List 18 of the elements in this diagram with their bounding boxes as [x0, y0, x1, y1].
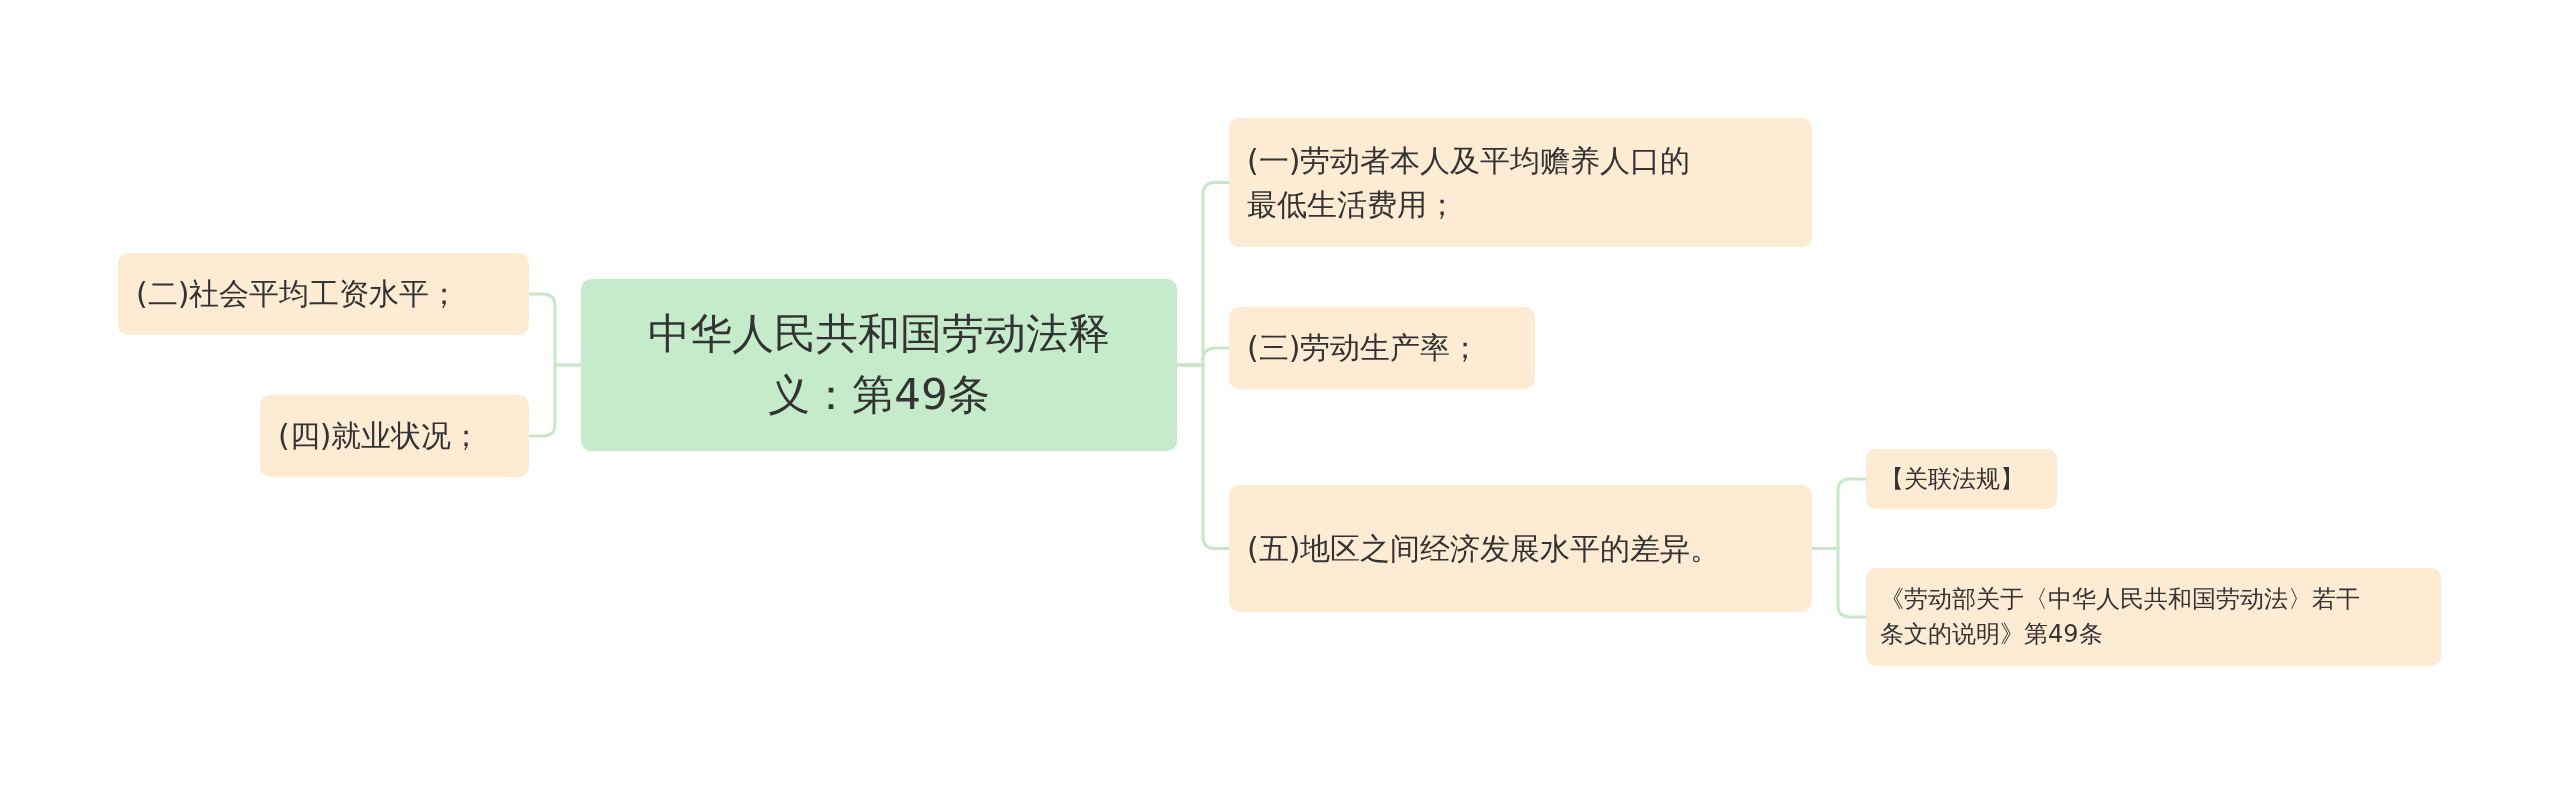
topic-box — [581, 279, 1177, 451]
node-text: (一)劳动者本人及平均赡养人口的最低生活费用； — [1247, 142, 1692, 224]
node-text: (四)就业状况； — [278, 417, 482, 456]
subtopic-box — [1229, 118, 1812, 247]
connector-line — [529, 363, 581, 438]
node-text: 【关联法规】 — [1880, 463, 2024, 495]
subtopic-box — [1229, 307, 1535, 389]
subtopic-box — [1866, 449, 2057, 509]
node-text: (三)劳动生产率； — [1247, 329, 1481, 368]
node-text: 中华人民共和国劳动法释义：第49条 — [647, 308, 1111, 421]
subtopic-box — [118, 253, 529, 335]
subtopic-box — [260, 395, 529, 477]
node-text: (二)社会平均工资水平； — [136, 275, 460, 314]
node-text: 《劳动部关于〈中华人民共和国劳动法〉若干条文的说明》第49条 — [1880, 584, 2361, 650]
connector-line — [1177, 363, 1229, 550]
subtopic-box — [1229, 485, 1812, 612]
node-text: (五)地区之间经济发展水平的差异。 — [1247, 529, 1721, 568]
subtopic-box — [1866, 568, 2441, 666]
